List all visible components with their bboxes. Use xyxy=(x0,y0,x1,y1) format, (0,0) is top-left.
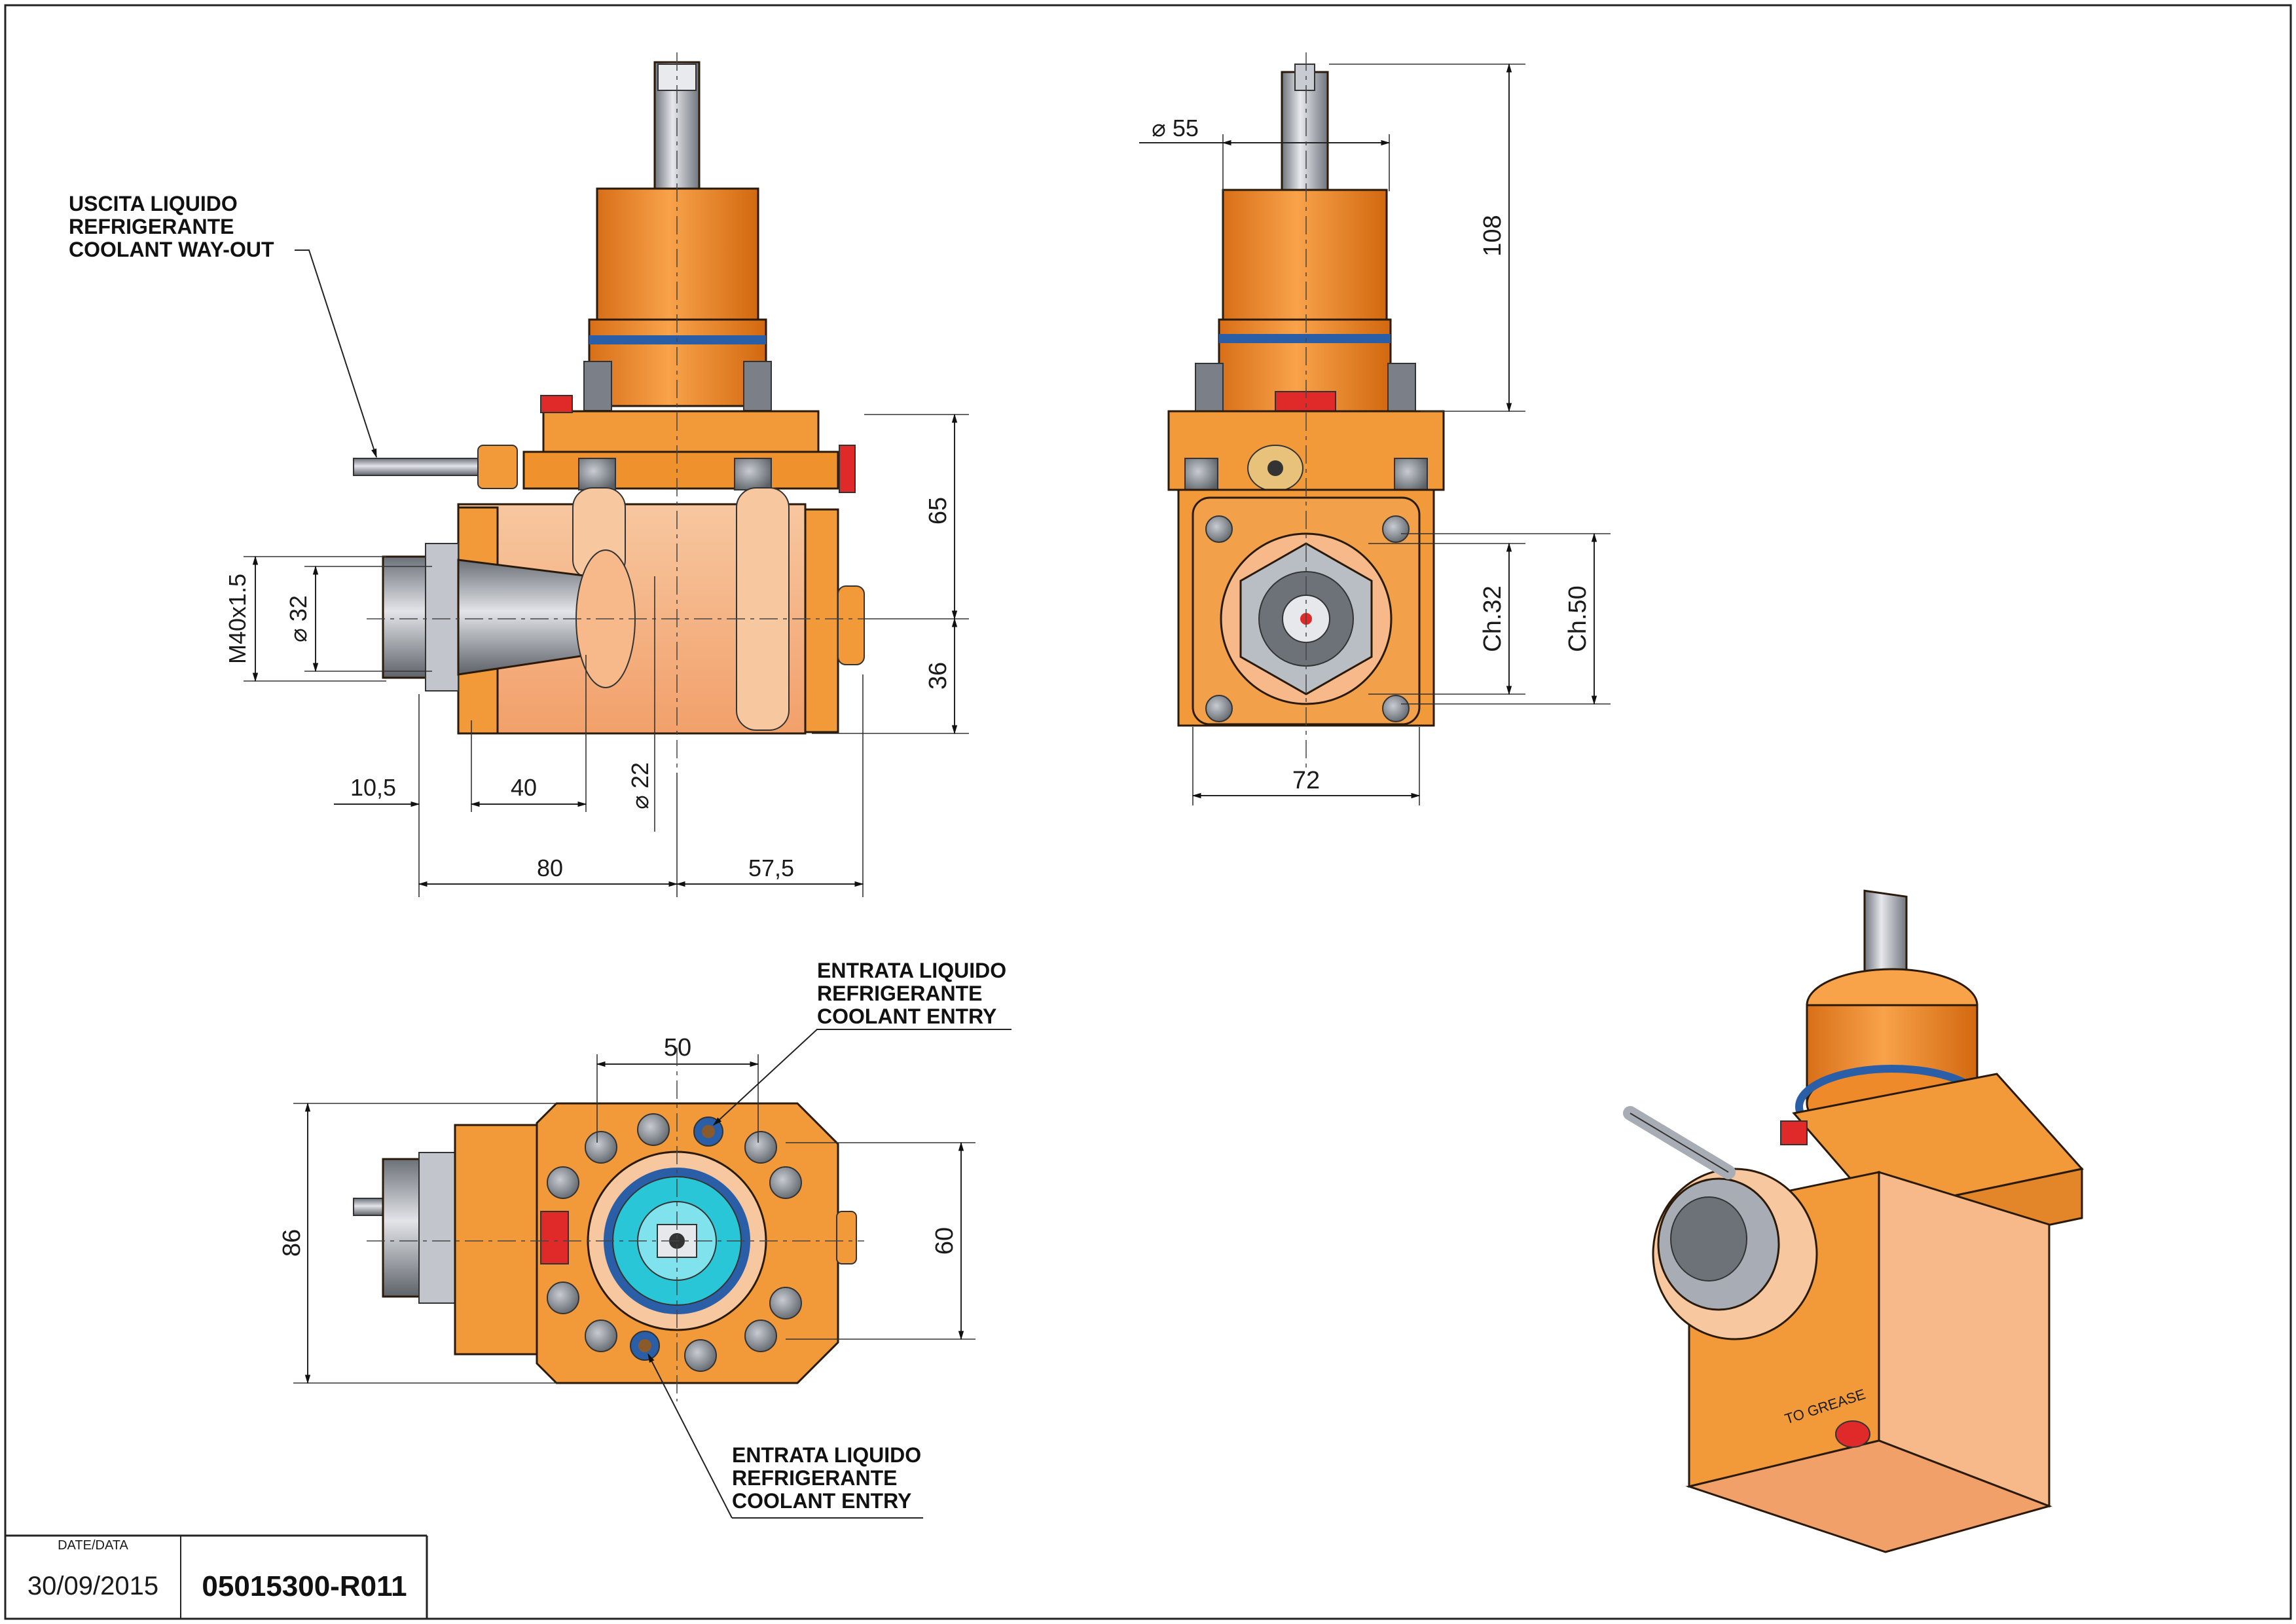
front-stud-r xyxy=(1387,363,1416,413)
dim-height-60: 60 xyxy=(931,1227,958,1255)
note-coolant-entry-top-2: REFRIGERANTE xyxy=(817,982,982,1005)
top-view: 50 86 60 ENTRATA LIQUIDO REFRIGERANTE CO… xyxy=(278,959,1011,1519)
title-code: 05015300-R011 xyxy=(202,1570,407,1602)
side-red-plug-right xyxy=(839,445,856,493)
note-coolant-entry-top-1: ENTRATA LIQUIDO xyxy=(817,959,1006,982)
side-bolt-head-r xyxy=(734,458,772,490)
dim-height-65: 65 xyxy=(924,497,952,525)
front-bolt-l xyxy=(1184,458,1218,492)
front-shaft-tip xyxy=(1294,64,1315,91)
iso-red-plug xyxy=(1780,1120,1808,1145)
iso-body-bottom xyxy=(1685,1439,2052,1553)
side-coolant-pipe xyxy=(353,458,485,476)
top-red-plug-left xyxy=(540,1211,569,1264)
dim-spacing-50: 50 xyxy=(664,1034,691,1061)
side-stud-right xyxy=(743,361,772,411)
side-motor-housing xyxy=(596,187,759,321)
front-bolt-r xyxy=(1394,458,1428,492)
top-coolant-port-bottom-hole xyxy=(638,1339,651,1352)
front-motor xyxy=(1222,189,1388,322)
dim-height-108: 108 xyxy=(1479,215,1506,256)
top-red-plug-right xyxy=(836,1211,857,1264)
front-coolant-fitting-hole xyxy=(1267,460,1283,476)
front-stud-l xyxy=(1195,363,1224,413)
side-nipple-right xyxy=(837,585,865,665)
note-coolant-entry-bottom-2: REFRIGERANTE xyxy=(732,1466,897,1490)
top-collet-ring xyxy=(418,1152,456,1304)
leader-coolant-entry-top xyxy=(712,1029,1011,1126)
side-stud-left xyxy=(583,361,612,411)
dim-wrench-50: Ch.50 xyxy=(1564,585,1592,652)
dim-height-86: 86 xyxy=(278,1229,306,1257)
iso-collet-inner xyxy=(1670,1196,1747,1282)
dim-width-72: 72 xyxy=(1292,767,1320,794)
leader-coolant-out xyxy=(295,249,377,458)
isometric-view: TO GREASE xyxy=(1623,889,2084,1553)
dim-dia-22: ⌀ 22 xyxy=(627,762,653,809)
side-seal-ring xyxy=(589,335,766,344)
side-coolant-channel-2 xyxy=(736,487,790,731)
front-face-bolt-br xyxy=(1382,695,1410,722)
sheet-border xyxy=(4,4,2292,1620)
front-face-bolt-tl xyxy=(1205,515,1233,543)
side-collet-ring xyxy=(425,543,459,692)
leader-coolant-entry-bottom-diag xyxy=(647,1353,733,1519)
side-view: 65 36 M40x1.5 ⌀ 32 ⌀ 22 10,5 40 80 57,5 … xyxy=(69,52,969,897)
dim-dia-55: ⌀ 55 xyxy=(1152,115,1199,141)
front-face-bolt-tr xyxy=(1382,515,1410,543)
title-block: DATE/DATA 30/09/2015 05015300-R011 xyxy=(5,1534,428,1619)
side-motor-flange xyxy=(588,318,767,407)
note-coolant-entry-top-3: COOLANT ENTRY xyxy=(817,1005,996,1028)
dim-dia-32: ⌀ 32 xyxy=(285,595,312,642)
dim-length-57-5: 57,5 xyxy=(748,855,794,881)
dim-thread: M40x1.5 xyxy=(224,574,251,664)
side-body-rear-plate xyxy=(804,508,839,733)
side-red-plug-top xyxy=(540,395,573,413)
side-pipe-fitting xyxy=(477,445,518,489)
note-coolant-entry-bottom-3: COOLANT ENTRY xyxy=(732,1489,911,1513)
top-body-side xyxy=(454,1124,541,1356)
dim-offset-10-5: 10,5 xyxy=(350,774,396,801)
note-coolant-entry-bottom-1: ENTRATA LIQUIDO xyxy=(732,1443,921,1467)
dim-offset-40: 40 xyxy=(511,774,537,801)
iso-grease-port xyxy=(1835,1420,1870,1448)
dim-wrench-32: Ch.32 xyxy=(1479,585,1506,652)
note-coolant-out-2: REFRIGERANTE xyxy=(69,215,234,238)
side-bolt-head-l xyxy=(578,458,616,490)
side-mount-step xyxy=(522,451,839,490)
dim-length-80: 80 xyxy=(537,855,563,881)
front-view: ⌀ 55 108 Ch.32 Ch.50 72 xyxy=(1139,52,1611,805)
note-coolant-out-1: USCITA LIQUIDO xyxy=(69,192,238,215)
side-collet-cone xyxy=(457,559,591,676)
dim-height-36: 36 xyxy=(924,662,952,690)
top-bolt-pattern xyxy=(547,1113,802,1372)
front-seal-ring xyxy=(1219,334,1391,343)
note-coolant-out-3: COOLANT WAY-OUT xyxy=(69,238,274,261)
front-face-bolt-bl xyxy=(1205,695,1233,722)
top-coolant-port-top-hole xyxy=(702,1125,715,1138)
title-date: 30/09/2015 xyxy=(27,1572,158,1600)
title-date-label: DATE/DATA xyxy=(58,1538,128,1553)
